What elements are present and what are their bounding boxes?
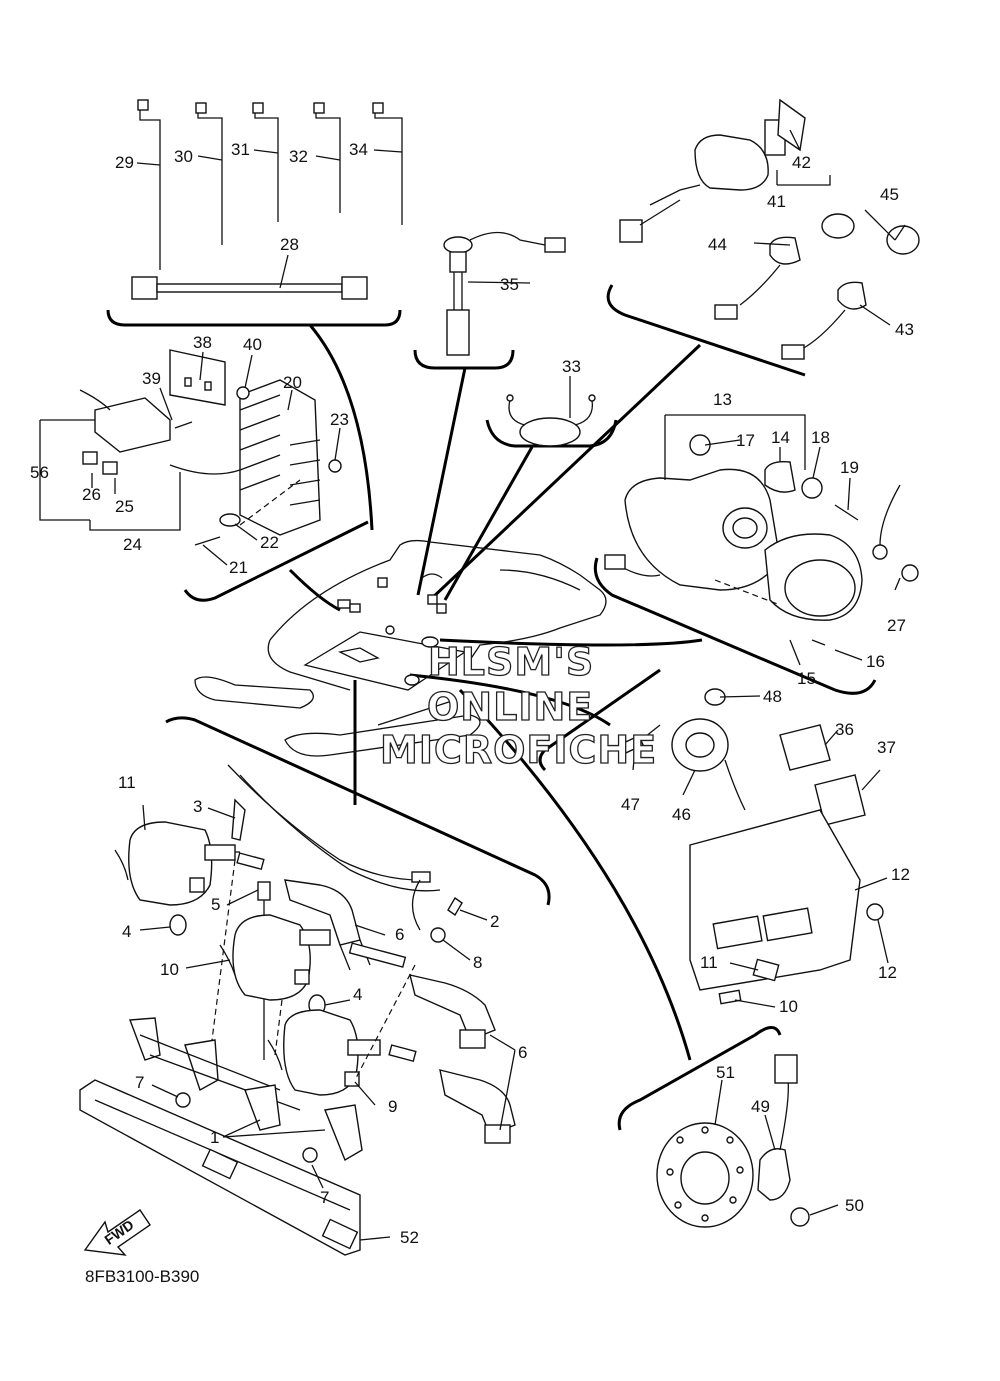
callout-21: 18 (811, 428, 830, 447)
wire-leads-group (131, 99, 403, 300)
callout-29: 26 (82, 485, 101, 504)
callout-50: 47 (621, 795, 640, 814)
section-brackets (106, 284, 877, 1131)
callout-36: 33 (562, 357, 581, 376)
callout-42: 39 (142, 369, 161, 388)
callout-13: 10 (779, 997, 798, 1016)
pickup-rotor-group (656, 1054, 810, 1228)
callout-54: 51 (716, 1063, 735, 1082)
wire-ring-36 (506, 394, 596, 447)
callout-1: 1 (210, 1128, 219, 1147)
callout-6a: 6 (395, 925, 404, 944)
callout-40: 37 (877, 738, 896, 757)
forward-arrow: FWD (83, 1209, 151, 1256)
callout-27: 24 (123, 535, 142, 554)
callout-43: 40 (243, 335, 262, 354)
ignition-coil-group (79, 764, 516, 1256)
callout-8: 8 (473, 953, 482, 972)
callout-23: 20 (283, 373, 302, 392)
callout-26: 23 (330, 410, 349, 429)
callout-labels: 29 30 31 32 34 28 35 33 38 40 39 20 23 5… (30, 140, 914, 1247)
watermark-line-3: MICROFICHE (380, 728, 657, 772)
callout-22: 19 (840, 458, 859, 477)
callout-15: 12 (878, 963, 897, 982)
callout-4a: 4 (122, 922, 131, 941)
callout-5: 5 (211, 895, 220, 914)
sensor-38 (443, 231, 566, 356)
callout-24: 21 (229, 558, 248, 577)
watermark: HLSM'S ONLINE MICROFICHE (379, 639, 657, 772)
callout-30: 27 (887, 616, 906, 635)
assembly-leaders (288, 324, 703, 1061)
callout-49: 46 (672, 805, 691, 824)
callout-11: 11 (118, 773, 136, 792)
callout-44: 41 (767, 192, 786, 211)
watermark-line-1: HLSM'S (428, 640, 594, 684)
callout-56: 56 (30, 463, 49, 482)
watermark-line-2: ONLINE (427, 685, 593, 729)
callout-55: 52 (400, 1228, 419, 1247)
callout-35: 32 (289, 147, 308, 166)
snowmobile-chassis (194, 539, 607, 757)
callout-2: 2 (490, 912, 499, 931)
callout-25: 22 (260, 533, 279, 552)
callout-9: 9 (388, 1097, 397, 1116)
cdi-unit-group (617, 688, 884, 1005)
callout-3: 3 (193, 797, 202, 816)
callout-52: 49 (751, 1097, 770, 1116)
callout-12: 12 (891, 865, 910, 884)
callout-39: 36 (835, 720, 854, 739)
callout-45: 42 (792, 153, 811, 172)
callout-46: 43 (895, 320, 914, 339)
callout-6b: 6 (518, 1043, 527, 1062)
callout-33: 30 (174, 147, 193, 166)
callout-53: 50 (845, 1196, 864, 1215)
callout-leaders (39, 129, 906, 1241)
callout-48: 45 (880, 185, 899, 204)
callout-41: 38 (193, 333, 212, 352)
callout-20: 17 (736, 431, 755, 450)
callout-18: 15 (797, 669, 816, 688)
callout-31: 28 (280, 235, 299, 254)
callout-10: 10 (160, 960, 179, 979)
callout-17: 14 (771, 428, 790, 447)
callout-28: 25 (115, 497, 134, 516)
callout-4b: 4 (353, 985, 362, 1004)
callout-7a: 7 (135, 1073, 144, 1092)
diagram-code: 8FB3100-B390 (85, 1267, 199, 1286)
callout-37: 34 (349, 140, 368, 159)
callout-47: 44 (708, 235, 727, 254)
actuator-group (604, 434, 919, 646)
callout-14: 11 (700, 953, 718, 972)
regulator-relay-group (79, 349, 342, 546)
switch-group (619, 98, 920, 360)
callout-38: 35 (500, 275, 519, 294)
callout-19: 16 (866, 652, 885, 671)
callout-16: 13 (713, 390, 732, 409)
callout-51: 48 (763, 687, 782, 706)
callout-7b: 7 (320, 1188, 329, 1207)
callout-34: 31 (231, 140, 250, 159)
callout-32: 29 (115, 153, 134, 172)
